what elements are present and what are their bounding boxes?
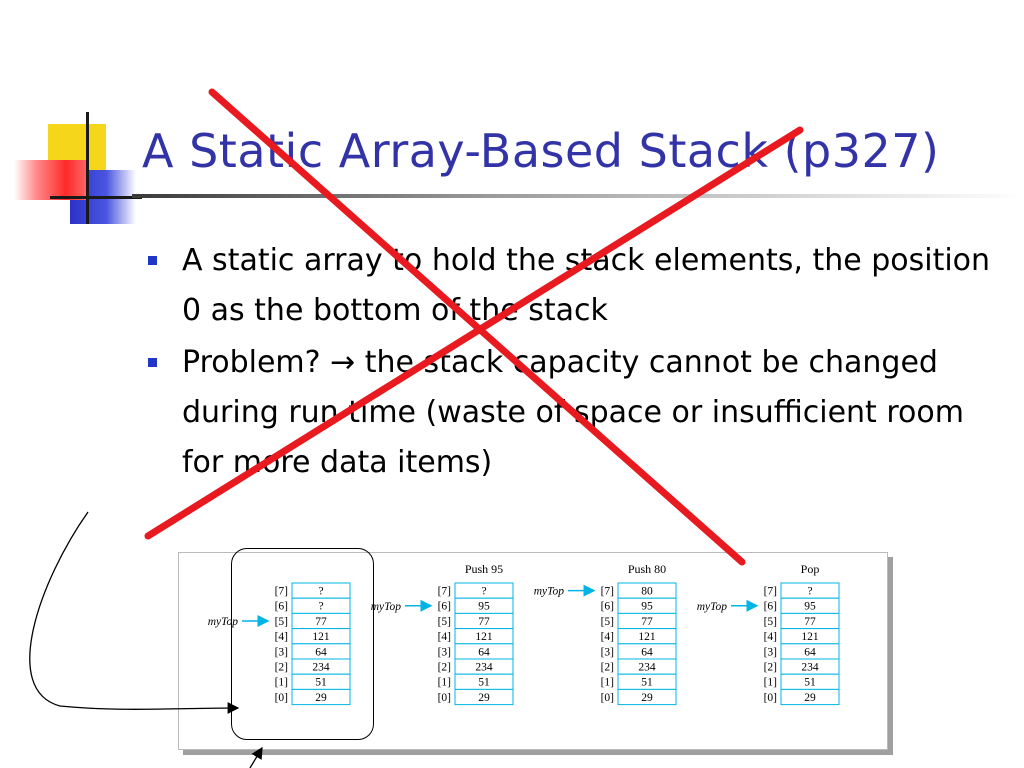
cell-value: 121 <box>801 631 819 643</box>
logo-horizontal-line <box>50 196 142 199</box>
cell-index: [5] <box>601 616 614 628</box>
mytop-label: myTop <box>371 601 401 613</box>
title-underline <box>132 194 1024 198</box>
cell-index: [5] <box>275 616 288 628</box>
cell-index: [7] <box>601 586 614 598</box>
cell-index: [1] <box>275 677 288 689</box>
cell-value: 121 <box>475 631 493 643</box>
stack-label: Push 95 <box>465 562 503 576</box>
cell-index: [6] <box>601 601 614 613</box>
logo-vertical-line <box>86 112 89 224</box>
cell-index: [3] <box>764 646 777 658</box>
cell-value: 77 <box>641 616 653 628</box>
cell-value: 51 <box>804 677 816 689</box>
cell-value: 234 <box>475 662 493 674</box>
cell-value: 29 <box>804 692 816 704</box>
cell-value: 64 <box>804 646 816 658</box>
cell-value: ? <box>807 586 812 598</box>
cell-value: 95 <box>641 601 653 613</box>
stack-label: Pop <box>801 562 820 576</box>
cell-index: [1] <box>764 677 777 689</box>
logo-red-bar <box>14 160 88 200</box>
cell-value: 77 <box>315 616 327 628</box>
cell-value: 29 <box>641 692 653 704</box>
cell-index: [0] <box>601 692 614 704</box>
cell-index: [1] <box>601 677 614 689</box>
cell-index: [6] <box>438 601 451 613</box>
cell-index: [6] <box>764 601 777 613</box>
stack-cell <box>780 688 840 706</box>
cross-line <box>144 126 804 540</box>
cross-line <box>208 88 746 566</box>
cell-index: [5] <box>764 616 777 628</box>
cell-value: 234 <box>801 662 819 674</box>
cell-value: 51 <box>315 677 327 689</box>
cell-value: 64 <box>641 646 653 658</box>
cell-value: 121 <box>638 631 656 643</box>
cell-value: 95 <box>478 601 490 613</box>
cell-index: [0] <box>275 692 288 704</box>
callout-curve <box>29 511 240 714</box>
callout-arrow <box>249 746 263 768</box>
cell-index: [2] <box>275 662 288 674</box>
mytop-label: myTop <box>534 586 564 598</box>
cell-index: [5] <box>438 616 451 628</box>
cell-index: [1] <box>438 677 451 689</box>
stack-cell <box>291 688 351 706</box>
mytop-label: myTop <box>208 616 238 628</box>
cell-index: [2] <box>601 662 614 674</box>
cell-value: 29 <box>478 692 490 704</box>
cell-value: 64 <box>478 646 490 658</box>
mytop-label: myTop <box>697 601 727 613</box>
cell-value: 80 <box>641 586 653 598</box>
cell-value: 29 <box>315 692 327 704</box>
cell-index: [2] <box>438 662 451 674</box>
cell-value: ? <box>318 601 323 613</box>
cell-value: 64 <box>315 646 327 658</box>
cell-value: ? <box>318 586 323 598</box>
cell-value: 51 <box>478 677 490 689</box>
cell-index: [6] <box>275 601 288 613</box>
cell-index: [0] <box>764 692 777 704</box>
cell-index: [0] <box>438 692 451 704</box>
stack-label: Push 80 <box>628 562 666 576</box>
cell-index: [4] <box>275 631 288 643</box>
cell-index: [7] <box>764 586 777 598</box>
stack-cell <box>617 688 677 706</box>
cell-index: [3] <box>438 646 451 658</box>
cell-value: 51 <box>641 677 653 689</box>
stack-cell <box>454 688 514 706</box>
cell-index: [7] <box>275 586 288 598</box>
square-bullet-icon <box>148 256 157 265</box>
square-bullet-icon <box>148 358 157 367</box>
cell-value: 234 <box>638 662 656 674</box>
cell-index: [3] <box>601 646 614 658</box>
cell-index: [7] <box>438 586 451 598</box>
bullet-list: A static array to hold the stack element… <box>148 236 1008 490</box>
cell-value: 77 <box>478 616 490 628</box>
cell-index: [3] <box>275 646 288 658</box>
cell-index: [4] <box>601 631 614 643</box>
cell-index: [2] <box>764 662 777 674</box>
cell-value: 95 <box>804 601 816 613</box>
cell-value: ? <box>481 586 486 598</box>
highlight-box <box>231 548 374 740</box>
cell-value: 77 <box>804 616 816 628</box>
cell-value: 234 <box>312 662 330 674</box>
cell-value: 121 <box>312 631 330 643</box>
cell-index: [4] <box>438 631 451 643</box>
cell-index: [4] <box>764 631 777 643</box>
